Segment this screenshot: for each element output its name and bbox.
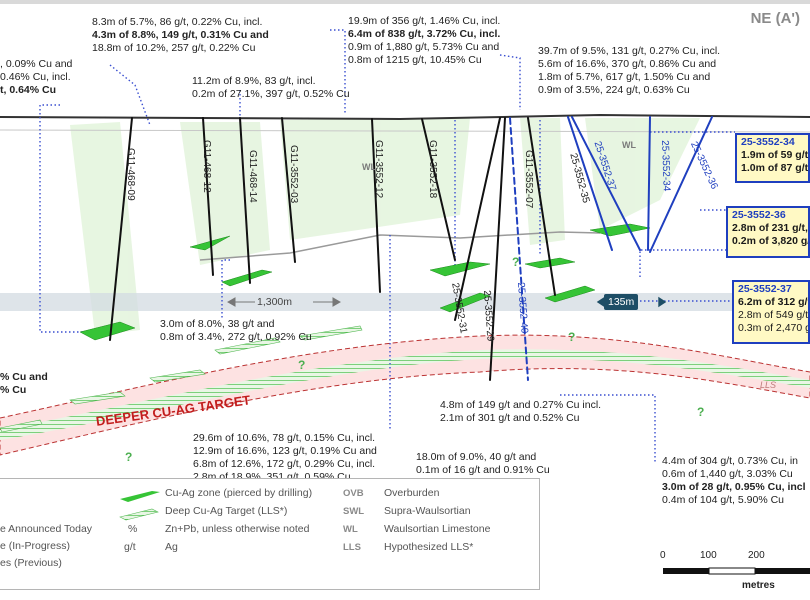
view-direction-label: NE (A') <box>750 10 800 27</box>
assay-g11-468-12: 8.3m of 5.7%, 86 g/t, 0.22% Cu, incl. 4.… <box>92 16 269 54</box>
drillhole-25-3552-34 <box>647 116 651 251</box>
assay-g11-468-14: 11.2m of 8.9%, 83 g/t, incl. 0.2m of 27.… <box>192 75 350 100</box>
lls-target-band <box>0 334 810 456</box>
assay-g11-3552-03: 29.6m of 10.6%, 78 g/t, 0.15% Cu, incl. … <box>193 432 377 483</box>
question-mark: ? <box>568 330 576 344</box>
cu-ag-zone <box>544 285 596 303</box>
scale-bar-graphic <box>663 567 810 575</box>
wl-swl-contact <box>199 231 601 261</box>
drillhole-g11-468-12 <box>202 117 214 276</box>
cu-ag-zone <box>429 261 491 277</box>
callout-25-3552-36: 25-3552-36 2.8m of 231 g/t, 0.2m of 3,82… <box>726 206 810 258</box>
legend-percent-symbol: % <box>128 523 138 535</box>
drillhole-25-3552-29 <box>489 117 506 381</box>
cu-ag-zone <box>221 269 273 287</box>
spacing-135-arrow <box>596 296 667 308</box>
legend-znpb: Zn+Pb, unless otherwise noted <box>165 523 310 535</box>
drillhole-label: G11-3552-03 <box>288 145 299 204</box>
scale-bar: 0 100 200 metres <box>660 548 810 593</box>
legend-new-holes: e Announced Today <box>0 523 93 535</box>
legend-code-swl: SWL <box>343 506 365 517</box>
spacing-1300-label: 1,300m <box>257 296 293 308</box>
question-mark: ? <box>697 405 705 419</box>
callout-25-3552-37: 25-3552-37 6.2m of 312 g/t 2.8m of 549 g… <box>732 280 810 344</box>
question-mark: ? <box>125 450 133 464</box>
assay-g11-3552-07: 39.7m of 9.5%, 131 g/t, 0.27% Cu, incl. … <box>538 45 721 96</box>
spacing-135-label: 135m <box>604 294 639 310</box>
drillhole-25-3552-35 <box>567 116 613 251</box>
drillhole-25-3552-36 <box>649 116 713 253</box>
cu-ag-zone <box>439 292 491 313</box>
question-mark: ? <box>298 358 306 372</box>
drillhole-label: 25-3552-34 <box>659 140 672 192</box>
legend-gt-symbol: g/t <box>124 541 136 553</box>
drillhole-label: G11-3552-07 <box>523 150 534 209</box>
legend-code-ovb: OVB <box>343 488 364 499</box>
assay-left-cut: % Cu and % Cu <box>0 371 48 396</box>
drillhole-g11-468-14 <box>239 117 251 284</box>
deep-target-hints <box>0 325 363 433</box>
legend-supra-waulsortian: Supra-Waulsortian <box>384 505 471 517</box>
assay-mid: 3.0m of 8.0%, 38 g/t and 0.8m of 3.4%, 2… <box>160 318 312 343</box>
question-mark: ? <box>512 255 520 269</box>
scale-tick-200: 200 <box>748 550 765 561</box>
legend-code-lls: LLS <box>343 542 361 553</box>
cu-ag-zone <box>79 321 136 341</box>
legend-ag: Ag <box>165 541 178 553</box>
legend-hypothesized-lls: Hypothesized LLS* <box>384 541 474 553</box>
cu-ag-zone <box>589 223 651 237</box>
drillhole-label: G11-3552-18 <box>427 140 438 199</box>
wl-label: WL <box>362 162 376 172</box>
legend-waulsortian: Waulsortian Limestone <box>384 523 491 535</box>
legend-panel: e Announced Today e (In-Progress) es (Pr… <box>0 478 540 590</box>
legend-code-wl: WL <box>343 524 358 535</box>
legend-overburden: Overburden <box>384 487 440 499</box>
scale-unit: metres <box>742 580 775 591</box>
wl-body-5 <box>585 118 700 230</box>
assay-low-right: 4.4m of 304 g/t, 0.73% Cu, in 0.6m of 1,… <box>662 455 806 506</box>
drillhole-label: G11-468-09 <box>125 148 136 201</box>
drillhole-25-3552-37 <box>571 116 641 251</box>
wl-label-2: WL <box>622 140 636 150</box>
wl-body-4 <box>520 118 565 245</box>
legend-zone-symbols <box>119 491 160 521</box>
wl-body-1 <box>70 122 140 335</box>
ground-surface <box>0 113 810 121</box>
assay-25-3552-31: 18.0m of 9.0%, 40 g/t and 0.1m of 16 g/t… <box>416 451 550 476</box>
assay-g11-3552-12: 19.9m of 356 g/t, 1.46% Cu, incl. 6.4m o… <box>348 15 501 66</box>
drillhole-label: G11-468-14 <box>247 150 258 203</box>
callout-25-3552-34: 25-3552-34 1.9m of 59 g/t 1.0m of 87 g/t <box>735 133 810 183</box>
scale-tick-0: 0 <box>660 550 666 561</box>
drillhole-25-3552-31 <box>454 117 501 321</box>
drillhole-g11-3552-18 <box>421 118 456 261</box>
leader-lines <box>39 29 740 462</box>
legend-deep-target: Deep Cu-Ag Target (LLS*) <box>165 505 288 517</box>
spacing-1300-arrow <box>226 297 342 307</box>
scale-tick-100: 100 <box>700 550 717 561</box>
drillhole-g11-3552-03 <box>281 117 296 263</box>
assay-top-left: , 0.09% Cu and 0.46% Cu, incl. t, 0.64% … <box>0 58 73 96</box>
drillhole-label: G11-3552-12 <box>373 140 384 199</box>
section-horizon-band <box>0 293 810 311</box>
legend-in-progress: e (In-Progress) <box>0 540 71 552</box>
drillhole-label: G11-468-12 <box>201 140 212 193</box>
drillhole-g11-468-09 <box>109 117 133 341</box>
assay-25-3552-29: 4.8m of 149 g/t and 0.27% Cu incl. 2.1m … <box>440 399 602 424</box>
drillhole-25-3552-40 <box>509 117 529 381</box>
lls-label: LLS <box>760 380 777 390</box>
legend-cu-ag-zone: Cu-Ag zone (pierced by drilling) <box>165 487 313 499</box>
drillhole-g11-3552-07 <box>527 117 556 296</box>
drillholes <box>109 116 713 381</box>
legend-previous: es (Previous) <box>0 557 62 569</box>
drillhole-g11-3552-12 <box>371 118 381 293</box>
